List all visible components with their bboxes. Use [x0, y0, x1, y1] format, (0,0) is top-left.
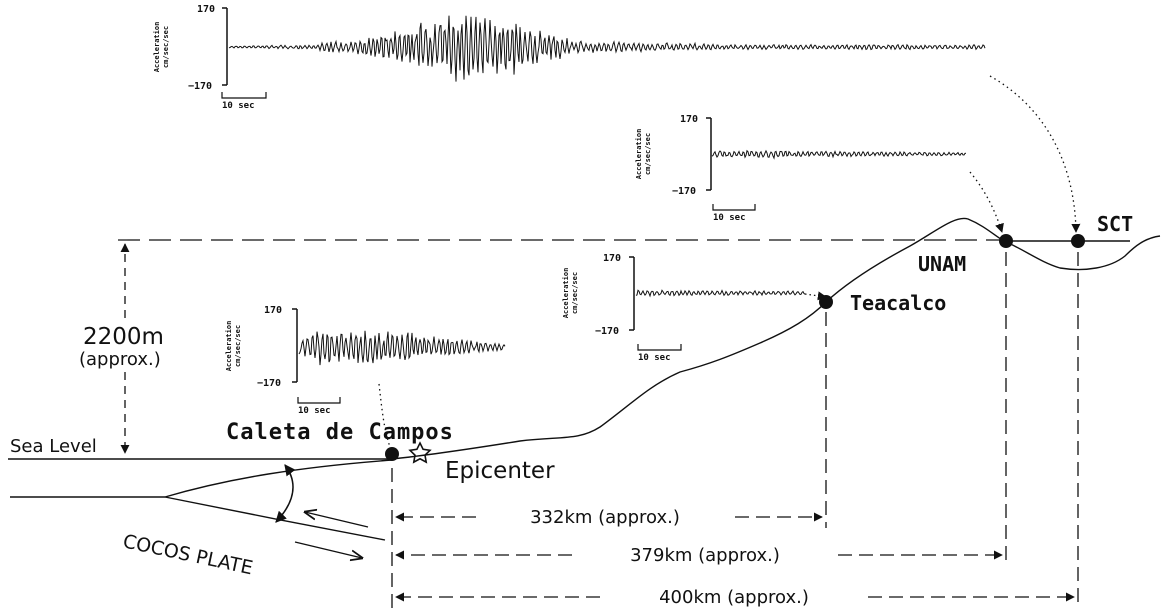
site-marker-unam	[999, 234, 1013, 248]
record-teacalco-trace	[635, 289, 806, 298]
height-value: 2200m	[83, 324, 164, 350]
record-teacalco: 170 −170 Acceleration cm/sec/sec 10 sec	[562, 253, 806, 363]
record-sct-trace	[228, 15, 986, 82]
record-sct-ymax: 170	[197, 4, 215, 15]
record-caleta-ylabel-2: cm/sec/sec	[234, 325, 242, 367]
record-teacalco-ylabel-1: Acceleration	[562, 268, 570, 319]
leader-caleta	[378, 383, 391, 448]
valley-basin	[1003, 235, 1161, 271]
record-sct-ylabel-1: Acceleration	[153, 22, 161, 73]
distance-sct-label: 400km (approx.)	[659, 587, 809, 608]
record-caleta-ymin: −170	[257, 378, 281, 389]
distance-unam-label: 379km (approx.)	[630, 545, 780, 566]
record-unam-trace	[711, 149, 967, 160]
distance-sct: 400km (approx.)	[395, 587, 1075, 608]
record-caleta-scale: 10 sec	[298, 406, 331, 416]
site-marker-teacalco	[819, 295, 833, 309]
epicenter-label: Epicenter	[445, 458, 555, 484]
dip-angle-arc	[275, 464, 296, 523]
leader-sct	[989, 75, 1081, 233]
terrain-profile	[391, 217, 1005, 460]
site-marker-caleta	[385, 447, 399, 461]
site-label-unam: UNAM	[918, 252, 966, 276]
site-label-sct: SCT	[1097, 212, 1133, 236]
record-caleta-ylabel-1: Acceleration	[225, 321, 233, 372]
record-sct-scale: 10 sec	[222, 101, 255, 111]
record-caleta-ymax: 170	[264, 305, 282, 316]
record-sct-ymin: −170	[188, 81, 212, 92]
record-teacalco-scale: 10 sec	[638, 353, 671, 363]
sea-level-label: Sea Level	[10, 436, 97, 457]
plate-upper-line	[10, 459, 393, 498]
site-marker-sct	[1071, 234, 1085, 248]
distance-teacalco-label: 332km (approx.)	[530, 507, 680, 528]
record-teacalco-ymax: 170	[603, 253, 621, 264]
record-unam-ymax: 170	[680, 114, 698, 125]
record-caleta: 170 −170 Acceleration cm/sec/sec 10 sec	[225, 305, 506, 416]
plate-motion-arrow-lower	[294, 541, 362, 558]
plate-motion-arrow-upper	[305, 512, 369, 528]
record-unam-ylabel-2: cm/sec/sec	[644, 133, 652, 175]
plate-lower-line	[164, 496, 386, 541]
distance-teacalco: 332km (approx.)	[395, 507, 823, 528]
height-approx: (approx.)	[79, 349, 161, 370]
record-unam-ylabel-1: Acceleration	[635, 129, 643, 180]
epicenter-star-icon	[408, 441, 432, 464]
distance-unam: 379km (approx.)	[395, 545, 1003, 566]
record-sct-ylabel-2: cm/sec/sec	[162, 26, 170, 68]
leader-unam	[969, 171, 1004, 233]
record-unam: 170 −170 Acceleration cm/sec/sec 10 sec	[635, 114, 967, 223]
site-label-caleta: Caleta de Campos	[226, 420, 454, 445]
record-unam-scale: 10 sec	[713, 213, 746, 223]
record-sct: 170 −170 Acceleration cm/sec/sec 10 sec	[153, 4, 986, 111]
site-label-teacalco: Teacalco	[850, 291, 946, 315]
record-teacalco-ylabel-2: cm/sec/sec	[571, 272, 579, 314]
plate-label: COCOS PLATE	[121, 530, 255, 579]
record-unam-ymin: −170	[672, 186, 696, 197]
record-teacalco-ymin: −170	[595, 326, 619, 337]
record-caleta-trace	[298, 330, 506, 366]
